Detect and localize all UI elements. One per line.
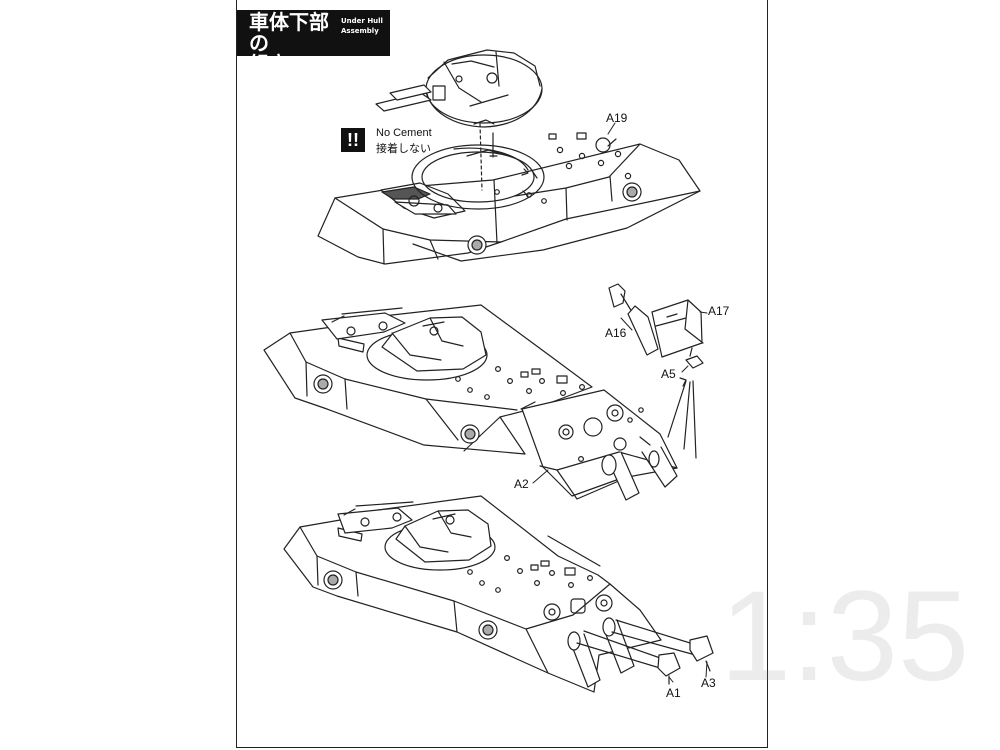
part-label-a5: A5: [661, 367, 676, 381]
no-cement-label-en: No Cement: [376, 127, 432, 139]
a16-a17-a5-subassembly-drawing: [608, 283, 704, 459]
part-label-a2: A2: [514, 477, 529, 491]
scale-watermark: 1:35: [720, 565, 970, 708]
part-label-a17: A17: [708, 304, 730, 318]
step-title-jp-line1: 車体下部の: [249, 10, 329, 55]
step-title-en: Under Hull Assembly: [341, 16, 393, 36]
step-title-en-line2: Assembly: [341, 27, 379, 35]
part-label-a1: A1: [666, 686, 681, 700]
top-hull-drawing: [317, 132, 701, 265]
part-label-a3: A3: [701, 676, 716, 690]
a2-rear-plate-drawing: [520, 389, 678, 501]
step-title-block: 車体下部の 組立 Under Hull Assembly: [237, 10, 393, 75]
step-title-jp: 車体下部の 組立: [249, 12, 341, 75]
no-cement-label-jp: 接着しない: [376, 142, 431, 155]
turret-drawing: [375, 49, 543, 191]
bottom-hull-drawing: [283, 495, 714, 693]
step-title-en-line1: Under Hull: [341, 17, 383, 25]
leader-lines: [532, 122, 708, 683]
step-title-jp-line2: 組立: [249, 52, 289, 76]
part-label-a19: A19: [606, 111, 628, 125]
middle-hull-drawing: [263, 304, 593, 455]
part-label-a16: A16: [605, 326, 627, 340]
no-cement-warning-icon: !!: [341, 128, 365, 152]
